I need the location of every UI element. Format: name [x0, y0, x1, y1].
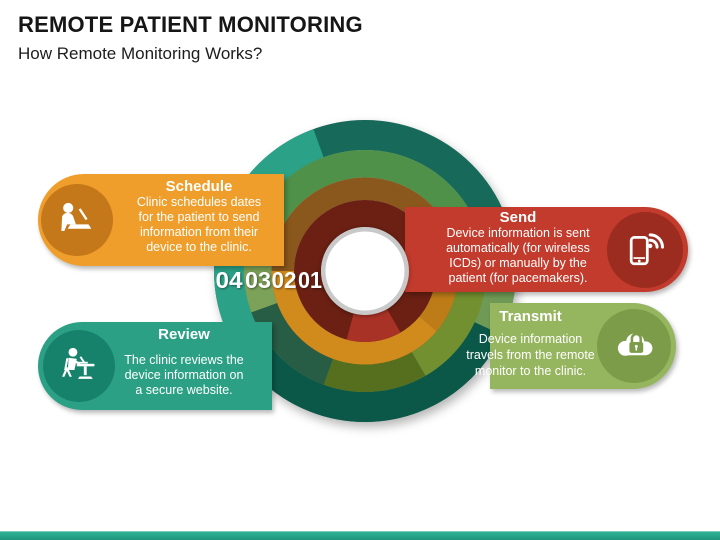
page-title: REMOTE PATIENT MONITORING — [18, 12, 363, 37]
schedule-banner: Schedule Clinic schedules dates for the … — [38, 174, 284, 266]
review-description: The clinic reviews the device informatio… — [124, 353, 244, 397]
review-text-block: Review The clinic reviews the device inf… — [108, 326, 260, 398]
person-laptop-icon — [61, 202, 92, 231]
phone-wireless-icon — [629, 233, 664, 266]
transmit-title: Transmit — [499, 308, 562, 325]
schedule-text-block: Schedule Clinic schedules dates for the … — [118, 178, 280, 255]
send-text-block: Send Device information is sent automati… — [423, 209, 613, 286]
footer-accent-bar — [0, 531, 720, 540]
schedule-icon-circle — [41, 184, 113, 256]
send-description: Device information is sent automatically… — [446, 226, 590, 285]
ring-numbers: 04 03 02 01 — [216, 267, 323, 293]
ring-number-03: 03 — [245, 267, 271, 293]
schedule-title: Schedule — [165, 178, 233, 195]
send-banner: Send Device information is sent automati… — [405, 207, 688, 292]
transmit-text-block: Transmit Device information travels from… — [448, 308, 613, 379]
review-icon-circle — [43, 330, 115, 402]
review-banner: Review The clinic reviews the device inf… — [38, 322, 272, 410]
transmit-icon-circle — [597, 309, 671, 383]
person-desk-icon — [62, 347, 95, 379]
schedule-description: Clinic schedules dates for the patient t… — [136, 195, 262, 254]
page-subtitle: How Remote Monitoring Works? — [18, 44, 263, 63]
review-title: Review — [158, 326, 210, 343]
ring-number-04: 04 — [216, 267, 243, 293]
send-title: Send — [499, 209, 537, 226]
send-icon-circle — [607, 212, 683, 288]
ring-number-02: 02 — [272, 267, 297, 293]
ring-number-01: 01 — [298, 267, 322, 293]
cloud-lock-icon — [617, 332, 653, 356]
transmit-banner: Transmit Device information travels from… — [466, 303, 676, 389]
center-circle — [321, 227, 409, 315]
transmit-description: Device information travels from the remo… — [466, 332, 595, 378]
